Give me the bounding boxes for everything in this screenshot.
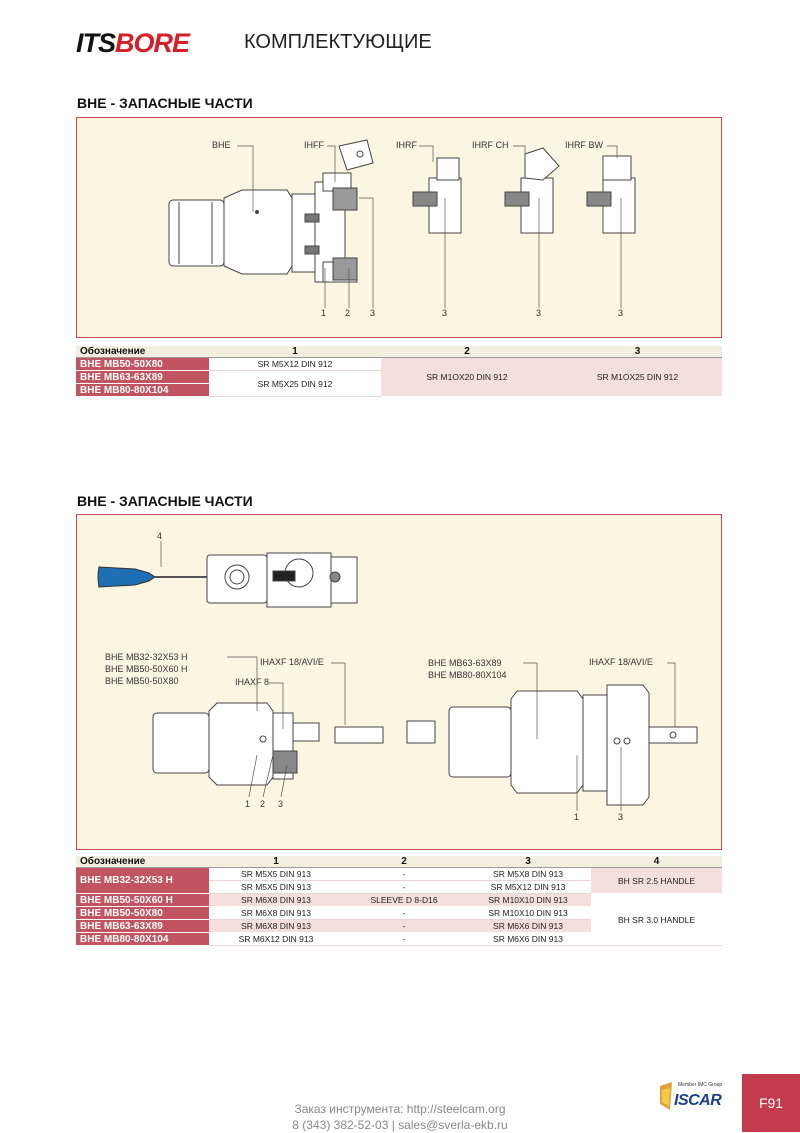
page-number-tab: F91 [742, 1074, 800, 1132]
header-col-2: 2 [381, 346, 553, 358]
callout-3-left: 3 [278, 799, 284, 809]
cell: SR M5X12 DIN 913 [465, 880, 591, 894]
page-number: F91 [758, 1095, 784, 1111]
callout-1-left: 1 [245, 799, 251, 809]
header-designation: Обозначение [76, 856, 209, 868]
row-label: BHE MB80-80X104 [76, 932, 209, 946]
callout-1-right: 1 [574, 812, 580, 822]
cell: SR M5X5 DIN 913 [209, 867, 343, 881]
callout-1: 1 [321, 308, 327, 318]
row-label: BHE MB80-80X104 [76, 383, 209, 397]
table-row: BHE MB50-50X80 SR M5X12 DIN 912 SR M1OX2… [76, 357, 722, 397]
header-col-3: 3 [553, 346, 722, 358]
table-row: BHE MB50-50X80 SR M6X8 DIN 913 - SR M10X… [76, 906, 722, 920]
cell: SR M6X6 DIN 913 [465, 932, 591, 946]
page-title: КОМПЛЕКТУЮЩИЕ [244, 31, 432, 53]
callout-3: 3 [370, 308, 376, 318]
section-title-1: BHE - ЗАПАСНЫЕ ЧАСТИ [77, 95, 253, 111]
callout-3-ihrf: 3 [442, 308, 448, 318]
callout-bhe: BHE [212, 140, 231, 150]
row-label: BHE MB50-50X60 H [76, 893, 209, 907]
cell: SR M5X8 DIN 913 [465, 867, 591, 881]
left-model: BHE MB50-50X60 H [105, 664, 188, 674]
header-designation: Обозначение [76, 346, 209, 358]
row-label: BHE MB63-63X89 [76, 370, 209, 384]
callout-2-left: 2 [260, 799, 266, 809]
cell: SR M6X8 DIN 913 [209, 906, 343, 920]
left-model-list: BHE MB32-32X53 H BHE MB50-50X60 H BHE MB… [105, 651, 188, 687]
iscar-logo-graphic [660, 1082, 672, 1110]
cell: SR M5X25 DIN 912 [209, 370, 381, 397]
row-label: BHE MB32-32X53 H [76, 867, 209, 894]
footer-contact-line: 8 (343) 382-52-03 | sales@sverla-ekb.ru [292, 1118, 508, 1132]
table-row: BHE MB32-32X53 H SR M5X5 DIN 913 - SR M5… [76, 867, 722, 894]
callout-ihrf-bw: IHRF BW [565, 140, 603, 150]
cell: SR M10X10 DIN 913 [465, 893, 591, 907]
row-label: BHE MB50-50X80 [76, 906, 209, 920]
spare-parts-diagram-2 [97, 541, 698, 811]
callout-3-ihrf-bw: 3 [618, 308, 624, 318]
header-col-2: 2 [343, 856, 465, 868]
footer-order-line: Заказ инструмента: http://steelcam.org [294, 1102, 506, 1116]
cell: SR M10X10 DIN 913 [465, 906, 591, 920]
callout-ihaxf-right: IHAXF 18/AVI/E [589, 657, 653, 667]
cell: - [343, 906, 465, 920]
callout-ihff: IHFF [304, 140, 324, 150]
row-label: BHE MB63-63X89 [76, 919, 209, 933]
cell: SR M6X8 DIN 913 [209, 893, 343, 907]
cell: - [343, 867, 465, 881]
iscar-wordmark: ISCAR [674, 1092, 722, 1109]
cell: SLEEVE D 8-D16 [343, 893, 465, 907]
callout-ihaxf8: IHAXF 8 [235, 677, 270, 687]
cell: - [343, 880, 465, 894]
table-row: BHE MB63-63X89 SR M6X8 DIN 913 - SR M6X6… [76, 919, 722, 933]
header-col-4: 4 [591, 856, 722, 868]
callout-ihaxf-left: IHAXF 18/AVI/E [260, 657, 324, 667]
cell: SR M1OX20 DIN 912 [381, 357, 553, 397]
cell: - [343, 919, 465, 933]
cell: - [343, 932, 465, 946]
row-label: BHE MB50-50X80 [76, 357, 209, 371]
callout-2: 2 [345, 308, 351, 318]
cell: SR M6X6 DIN 913 [465, 919, 591, 933]
right-model-list: BHE MB63-63X89 BHE MB80-80X104 [428, 657, 507, 681]
diagram-panel-2: 4 BHE MB32-32X53 H BHE MB50-50X60 H BHE … [76, 514, 722, 850]
iscar-member-text: Member IMC Group [678, 1082, 723, 1088]
parts-table-2: Обозначение 1 2 3 4 BHE MB32-32X53 H SR … [76, 856, 722, 946]
cell: BH SR 3.0 HANDLE [591, 893, 722, 946]
cell: SR M5X12 DIN 912 [209, 357, 381, 371]
callout-3-ihrf-ch: 3 [536, 308, 542, 318]
header-col-1: 1 [209, 346, 381, 358]
left-model: BHE MB50-50X80 [105, 676, 179, 686]
parts-table-1: Обозначение 1 2 3 BHE MB50-50X80 SR M5X1… [76, 346, 722, 397]
itsbore-logo: ITSBORE [76, 28, 190, 58]
callout-4: 4 [157, 531, 163, 541]
table-row: BHE MB63-63X89 SR M5X25 DIN 912 [76, 370, 722, 397]
cell: BH SR 2.5 HANDLE [591, 867, 722, 894]
iscar-logo: Member IMC Group ISCAR [658, 1080, 738, 1116]
header-col-1: 1 [209, 856, 343, 868]
spare-parts-diagram-1 [168, 139, 636, 308]
table-row: BHE MB50-50X60 H SR M6X8 DIN 913 SLEEVE … [76, 893, 722, 946]
table-row: BHE MB80-80X104 SR M6X12 DIN 913 - SR M6… [76, 932, 722, 946]
table-header-row: Обозначение 1 2 3 [76, 346, 722, 358]
cell: SR M6X12 DIN 913 [209, 932, 343, 946]
callout-ihrf-ch: IHRF CH [472, 140, 509, 150]
header-col-3: 3 [465, 856, 591, 868]
callout-3-right: 3 [618, 812, 624, 822]
right-model: BHE MB63-63X89 [428, 658, 502, 668]
table-row: BHE MB80-80X104 [76, 383, 722, 397]
left-model: BHE MB32-32X53 H [105, 652, 188, 662]
table-row: SR M5X5 DIN 913 - SR M5X12 DIN 913 [76, 880, 722, 894]
callout-ihrf: IHRF [396, 140, 417, 150]
right-model: BHE MB80-80X104 [428, 670, 507, 680]
cell: SR M5X5 DIN 913 [209, 880, 343, 894]
logo-its: ITS [76, 28, 116, 58]
cell: SR M6X8 DIN 913 [209, 919, 343, 933]
logo-bore: BORE [115, 28, 190, 58]
table-header-row: Обозначение 1 2 3 4 [76, 856, 722, 868]
cell: SR M1OX25 DIN 912 [553, 357, 722, 397]
section-title-2: BHE - ЗАПАСНЫЕ ЧАСТИ [77, 493, 253, 509]
diagram-panel-1: BHE IHFF IHRF IHRF CH IHRF BW 1 2 3 3 3 … [76, 117, 722, 338]
